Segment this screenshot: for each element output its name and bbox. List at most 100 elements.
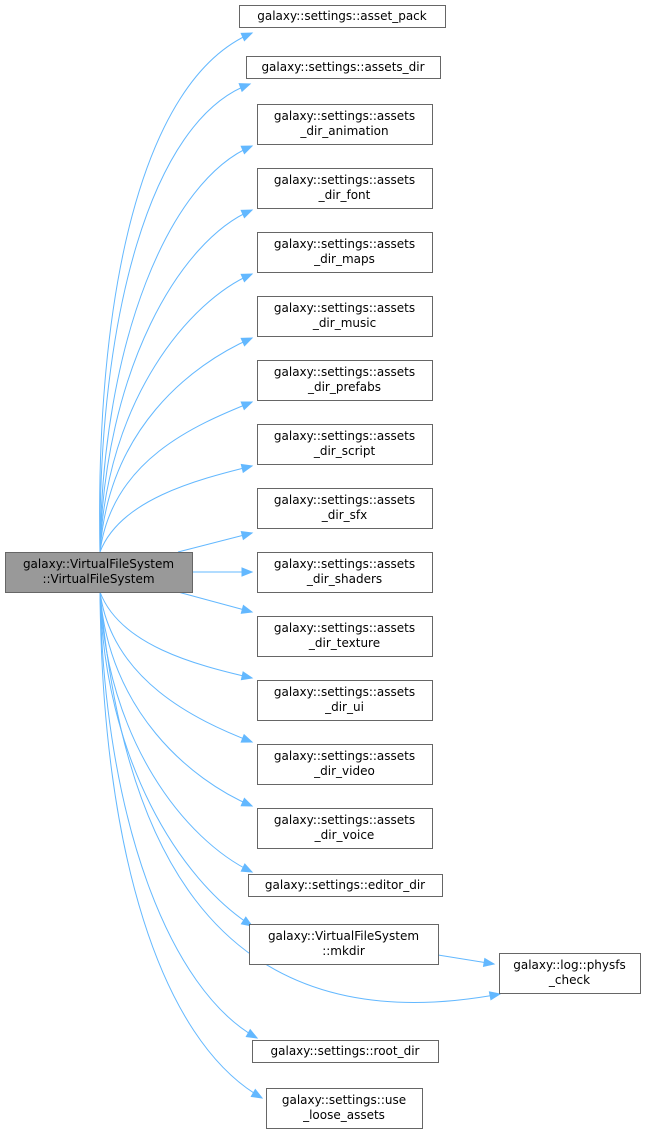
edge-line <box>177 591 253 613</box>
edge-root-to-assets_dir_animation <box>99 145 254 553</box>
arrowhead <box>238 83 252 93</box>
edge-line <box>99 591 258 1039</box>
node-assets-dir-sfx[interactable]: galaxy::settings::assets_dir_sfx <box>257 488 433 529</box>
node-label-line-2: ::VirtualFileSystem <box>42 572 154 586</box>
arrowhead <box>240 531 254 541</box>
node-assets-dir-font[interactable]: galaxy::settings::assets_dir_font <box>257 168 433 209</box>
node-box <box>266 1088 423 1129</box>
edge-root-to-assets_dir_prefabs <box>99 401 254 553</box>
node-use-loose-assets[interactable]: galaxy::settings::use_loose_assets <box>266 1088 423 1129</box>
node-assets-dir-ui[interactable]: galaxy::settings::assets_dir_ui <box>257 680 433 721</box>
node-box <box>246 56 441 79</box>
node-label-line-1: galaxy::settings::assets <box>274 621 415 635</box>
node-box <box>249 924 439 965</box>
node-assets-dir-animation[interactable]: galaxy::settings::assets_dir_animation <box>257 104 433 145</box>
node-assets-dir-texture[interactable]: galaxy::settings::assets_dir_texture <box>257 616 433 657</box>
node-label: galaxy::settings::assets_dir <box>261 60 424 74</box>
edge-line <box>99 591 253 927</box>
node-label-line-1: galaxy::settings::assets <box>274 429 415 443</box>
node-label-line-2: _dir_font <box>318 188 371 202</box>
node-assets-dir-script[interactable]: galaxy::settings::assets_dir_script <box>257 424 433 465</box>
arrowhead <box>240 671 254 681</box>
nodes-layer: galaxy::VirtualFileSystem::VirtualFileSy… <box>5 5 641 1129</box>
node-box <box>499 953 641 994</box>
node-label-line-1: galaxy::settings::assets <box>274 109 415 123</box>
arrowhead <box>240 604 254 614</box>
node-box <box>252 1040 439 1063</box>
arrowhead <box>240 145 254 155</box>
node-label-line-1: galaxy::settings::assets <box>274 557 415 571</box>
arrowhead <box>240 401 254 411</box>
node-editor-dir[interactable]: galaxy::settings::editor_dir <box>248 874 443 897</box>
edges-layer <box>99 32 502 1099</box>
node-label-line-2: _dir_voice <box>314 828 375 842</box>
edge-line <box>99 591 263 1099</box>
edge-root-to-assets_dir_ui <box>99 591 254 681</box>
node-box <box>257 616 433 657</box>
arrowhead <box>250 1088 264 1099</box>
node-assets-dir-music[interactable]: galaxy::settings::assets_dir_music <box>257 296 433 337</box>
node-label: galaxy::settings::asset_pack <box>257 9 427 23</box>
node-asset-pack[interactable]: galaxy::settings::asset_pack <box>239 5 446 28</box>
node-label-line-1: galaxy::settings::assets <box>274 301 415 315</box>
node-physfs-check[interactable]: galaxy::log::physfs_check <box>499 953 641 994</box>
edge-root-to-assets_dir_video <box>99 591 254 743</box>
edge-root-to-assets_dir_sfx <box>177 531 254 553</box>
edge-root-to-mkdir <box>99 591 254 927</box>
node-label-line-1: galaxy::settings::assets <box>274 749 415 763</box>
node-assets-dir-voice[interactable]: galaxy::settings::assets_dir_voice <box>257 808 433 849</box>
node-label-line-1: galaxy::settings::assets <box>274 813 415 827</box>
node-label-line-2: _loose_assets <box>302 1108 385 1122</box>
edge-line <box>99 32 253 553</box>
node-box <box>257 552 433 593</box>
node-label-line-2: _dir_video <box>313 764 375 778</box>
node-label: galaxy::settings::root_dir <box>271 1044 420 1058</box>
node-box <box>257 680 433 721</box>
node-label-line-1: galaxy::VirtualFileSystem <box>268 929 419 943</box>
edge-line <box>99 209 253 553</box>
arrowhead <box>240 32 254 42</box>
arrowhead <box>240 273 254 283</box>
node-label-line-1: galaxy::settings::assets <box>274 365 415 379</box>
node-root[interactable]: galaxy::VirtualFileSystem::VirtualFileSy… <box>5 552 193 593</box>
node-mkdir[interactable]: galaxy::VirtualFileSystem::mkdir <box>249 924 439 965</box>
node-assets-dir-prefabs[interactable]: galaxy::settings::assets_dir_prefabs <box>257 360 433 401</box>
node-label-line-1: galaxy::settings::assets <box>274 493 415 507</box>
edge-root-to-assets_dir_shaders <box>192 567 254 577</box>
arrowhead <box>240 209 254 219</box>
node-label-line-1: galaxy::VirtualFileSystem <box>23 557 174 571</box>
node-assets-dir[interactable]: galaxy::settings::assets_dir <box>246 56 441 79</box>
edge-line <box>99 273 253 553</box>
node-label-line-2: _dir_sfx <box>321 508 367 522</box>
edge-root-to-assets_dir_texture <box>177 591 254 614</box>
node-box <box>257 488 433 529</box>
edge-root-to-physfs_check <box>99 591 502 1004</box>
node-assets-dir-video[interactable]: galaxy::settings::assets_dir_video <box>257 744 433 785</box>
edge-line <box>99 337 253 553</box>
node-label-line-1: galaxy::log::physfs <box>513 958 626 972</box>
node-box <box>257 360 433 401</box>
edge-root-to-assets_dir_font <box>99 209 254 553</box>
edge-root-to-root_dir <box>99 591 259 1039</box>
node-label-line-2: _dir_prefabs <box>307 380 381 394</box>
node-label-line-2: _dir_texture <box>308 636 380 650</box>
arrowhead <box>245 1028 259 1039</box>
arrowhead <box>240 337 254 347</box>
node-box <box>5 552 193 593</box>
edge-mkdir-to-physfs_check <box>437 954 496 968</box>
node-label-line-2: _dir_script <box>313 444 376 458</box>
node-label-line-1: galaxy::settings::assets <box>274 237 415 251</box>
node-box <box>239 5 446 28</box>
node-box <box>257 424 433 465</box>
node-label-line-2: _dir_ui <box>324 700 364 714</box>
node-root-dir[interactable]: galaxy::settings::root_dir <box>252 1040 439 1063</box>
node-assets-dir-maps[interactable]: galaxy::settings::assets_dir_maps <box>257 232 433 273</box>
edge-root-to-assets_dir <box>99 83 252 553</box>
edge-root-to-asset_pack <box>99 32 254 553</box>
edge-root-to-assets_dir_script <box>99 463 254 553</box>
arrowhead <box>240 916 254 927</box>
node-label-line-2: _dir_shaders <box>306 572 382 586</box>
node-assets-dir-shaders[interactable]: galaxy::settings::assets_dir_shaders <box>257 552 433 593</box>
edge-line <box>99 591 501 1004</box>
